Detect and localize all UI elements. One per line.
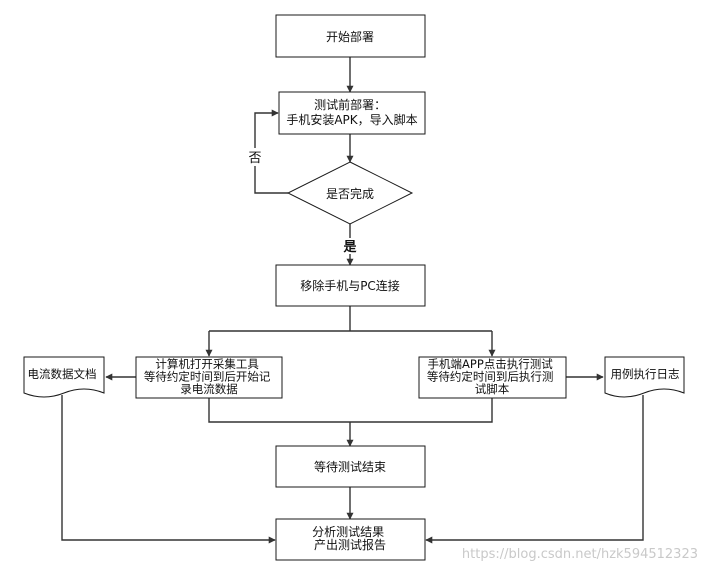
node-pc-line-2: 等待约定时间到后开始记 <box>144 370 271 384</box>
node-wait: 等待测试结束 <box>275 445 426 488</box>
edge-remove-split <box>209 306 492 332</box>
svg-text:移除手机与PC连接: 移除手机与PC连接 <box>300 278 400 293</box>
node-phone-line-2: 等待约定时间到后执行测 <box>427 370 554 384</box>
node-log-doc-line: 用例执行日志 <box>611 367 680 381</box>
node-prep-line-2: 手机安装APK，导入脚本 <box>286 112 417 127</box>
node-current-doc: 电流数据文档 <box>23 356 105 398</box>
svg-text:电流数据文档: 电流数据文档 <box>28 367 97 381</box>
svg-text:是否完成: 是否完成 <box>326 186 374 201</box>
node-wait-line: 等待测试结束 <box>314 459 386 474</box>
edge-label-yes: 是 <box>342 240 357 255</box>
svg-text:手机端APP点击执行测试 等待约定时间到后执: 手机端APP点击执行测试 等待约定时间到后执行测 试脚本 <box>427 357 557 396</box>
nodes: 开始部署 测试前部署： 手机安装APK，导入脚本 是否完成 移除手机与PC连接 … <box>23 14 685 561</box>
svg-text:用例执行日志: 用例执行日志 <box>611 367 680 381</box>
edge-merge-to-wait <box>208 398 493 446</box>
node-phone: 手机端APP点击执行测试 等待约定时间到后执行测 试脚本 <box>418 356 567 399</box>
svg-text:测试前部署： 手机安装APK，导入脚本: 测试前部署： 手机安装APK，导入脚本 <box>286 97 417 127</box>
svg-text:分析测试结果 产出测试报告: 分析测试结果 产出测试报告 <box>312 524 388 552</box>
node-start: 开始部署 <box>275 14 426 58</box>
node-phone-line-1: 手机端APP点击执行测试 <box>428 357 554 371</box>
node-analyze: 分析测试结果 产出测试报告 <box>275 518 426 561</box>
edge-log-doc-to-analyze <box>425 395 644 544</box>
node-log-doc: 用例执行日志 <box>604 356 685 398</box>
svg-text:计算机打开采集工具 等待约定时间到后开始记: 计算机打开采集工具 等待约定时间到后开始记 录电流数据 <box>144 357 274 396</box>
node-current-doc-line: 电流数据文档 <box>28 367 97 381</box>
node-decision-line: 是否完成 <box>326 186 374 201</box>
watermark-text: https://blog.csdn.net/hzk594512323 <box>462 547 698 562</box>
node-phone-line-3: 试脚本 <box>475 382 510 396</box>
node-pc: 计算机打开采集工具 等待约定时间到后开始记 录电流数据 <box>135 356 283 399</box>
node-decision: 是否完成 <box>286 161 414 225</box>
edge-current-doc-to-analyze <box>61 395 276 544</box>
edge-label-no: 否 <box>248 151 261 166</box>
edges <box>61 57 644 544</box>
node-prep: 测试前部署： 手机安装APK，导入脚本 <box>278 91 426 135</box>
node-analyze-line-1: 分析测试结果 <box>312 524 384 539</box>
node-remove-line: 移除手机与PC连接 <box>300 278 400 293</box>
svg-text:开始部署: 开始部署 <box>326 29 374 44</box>
node-start-line: 开始部署 <box>326 29 374 44</box>
node-prep-line-1: 测试前部署： <box>314 97 386 112</box>
node-remove: 移除手机与PC连接 <box>275 264 426 307</box>
svg-text:等待测试结束: 等待测试结束 <box>314 459 386 474</box>
node-analyze-line-2: 产出测试报告 <box>314 537 386 552</box>
node-pc-line-1: 计算机打开采集工具 <box>155 357 259 371</box>
edge-labels: 否 是 <box>246 148 359 255</box>
node-pc-line-3: 录电流数据 <box>180 382 238 396</box>
